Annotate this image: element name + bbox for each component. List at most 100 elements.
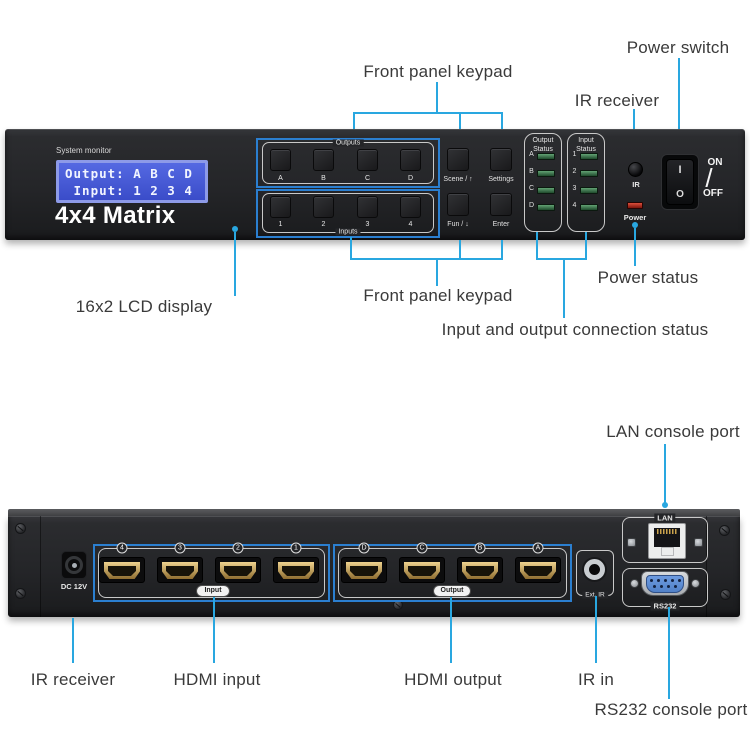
output-status-group: Output Status: [524, 133, 562, 232]
input-status-title-1: Input: [578, 137, 594, 144]
callout-dot: [232, 226, 238, 232]
callout-line: [668, 607, 670, 699]
scene-button: [447, 148, 469, 171]
label-ir-receiver-front: IR receiver: [574, 91, 660, 110]
hdmi-output-group: [338, 548, 567, 598]
screw-icon: [15, 523, 26, 534]
label-front-keypad-top: Front panel keypad: [363, 62, 513, 81]
output-key-d: [400, 149, 421, 171]
hdmi-input-annotation-box: [93, 544, 330, 602]
input-status-row-label: 4: [572, 202, 577, 209]
output-status-row-label: C: [528, 185, 535, 192]
power-switch-rocker: I O: [661, 154, 699, 210]
ext-ir-group: Ext. IR: [576, 550, 614, 599]
output-key-label: A: [278, 175, 283, 182]
rs232-group: RS232: [622, 568, 708, 611]
output-status-title-1: Output: [532, 137, 554, 144]
output-status-led-c: [537, 187, 555, 194]
input-status-row-label: 1: [572, 151, 577, 158]
callout-line: [536, 258, 587, 260]
hdmi-input-port-number: 1: [290, 542, 302, 554]
output-key-label: C: [364, 175, 371, 182]
callout-line: [213, 597, 215, 663]
settings-button-label: Settings: [488, 176, 514, 183]
hdmi-input-port-number: 4: [116, 542, 128, 554]
hdmi-port-input-4: [99, 557, 145, 583]
rs232-label: RS232: [650, 601, 680, 611]
input-key-1: [270, 196, 291, 218]
hdmi-output-port-letter: C: [416, 542, 428, 554]
screw-icon: [627, 538, 636, 547]
outputs-group-label: Outputs: [332, 139, 364, 147]
label-rs232-console-port: RS232 console port: [594, 700, 748, 719]
callout-line: [536, 232, 538, 260]
screw-icon: [691, 579, 700, 588]
callout-line: [436, 82, 438, 113]
callout-line: [678, 58, 680, 150]
callout-dot: [632, 222, 638, 228]
output-key-label: B: [321, 175, 326, 182]
input-status-row-label: 3: [572, 185, 577, 192]
label-power-status: Power status: [597, 268, 699, 287]
output-status-row-label: A: [529, 151, 534, 158]
label-io-connection-status: Input and output connection status: [441, 320, 709, 339]
enter-button: [490, 193, 512, 216]
input-key-label: 3: [365, 221, 370, 228]
lan-label: LAN: [654, 513, 676, 523]
hdmi-port-input-3: [157, 557, 203, 583]
callout-line: [450, 597, 452, 663]
hdmi-port-output-d: [341, 557, 387, 583]
callout-line: [563, 260, 565, 318]
label-hdmi-input: HDMI input: [173, 670, 261, 689]
hdmi-input-port-number: 3: [174, 542, 186, 554]
power-led: [627, 202, 643, 209]
screw-icon: [719, 525, 730, 536]
callout-line: [664, 444, 666, 504]
hdmi-output-annotation-box: [333, 544, 572, 602]
input-status-led-1: [580, 153, 598, 160]
inputs-keypad-annotation-box: [256, 189, 440, 238]
output-key-label: D: [407, 175, 414, 182]
on-off-slash: /: [705, 163, 713, 193]
ir-window-icon: [628, 162, 643, 177]
label-ir-receiver-back: IR receiver: [30, 670, 116, 689]
ir-label: IR: [632, 180, 640, 189]
hdmi-port-output-c: [399, 557, 445, 583]
rocker-off-mark: O: [676, 189, 684, 200]
label-lcd-display: 16x2 LCD display: [75, 297, 213, 316]
callout-dot: [662, 502, 668, 508]
callout-line: [72, 618, 74, 663]
input-badge: Input: [196, 585, 230, 597]
callout-line: [595, 596, 597, 663]
label-power-switch: Power switch: [626, 38, 730, 57]
lcd-line-1: Output: A B C D: [65, 166, 193, 181]
callout-line: [350, 258, 503, 260]
scene-button-label: Scene / ↑: [443, 176, 473, 183]
input-key-2: [313, 196, 334, 218]
screw-icon: [720, 589, 731, 600]
system-monitor-label: System monitor: [56, 146, 112, 155]
outputs-keypad-annotation-box: [256, 138, 440, 188]
screw-icon: [694, 538, 703, 547]
lan-group: LAN: [622, 513, 708, 563]
input-key-label: 4: [408, 221, 413, 228]
off-label: OFF: [703, 188, 723, 199]
hdmi-input-port-number: 2: [232, 542, 244, 554]
ext-ir-jack: [584, 559, 605, 580]
input-key-label: 1: [278, 221, 283, 228]
inputs-keypad-group: Inputs: [262, 193, 434, 236]
hdmi-input-group: [98, 548, 325, 598]
dc-12v-label: DC 12V: [60, 582, 88, 591]
callout-line: [501, 240, 503, 260]
input-status-title-2: Status: [576, 145, 596, 153]
on-label: ON: [707, 157, 723, 168]
screw-icon: [630, 579, 639, 588]
label-hdmi-output: HDMI output: [404, 670, 502, 689]
hdmi-output-port-letter: A: [532, 542, 544, 554]
output-status-title-2: Status: [533, 145, 553, 153]
input-status-led-4: [580, 204, 598, 211]
output-key-b: [313, 149, 334, 171]
lcd-display: Output: A B C D Input: 1 2 3 4: [56, 160, 208, 203]
output-key-a: [270, 149, 291, 171]
